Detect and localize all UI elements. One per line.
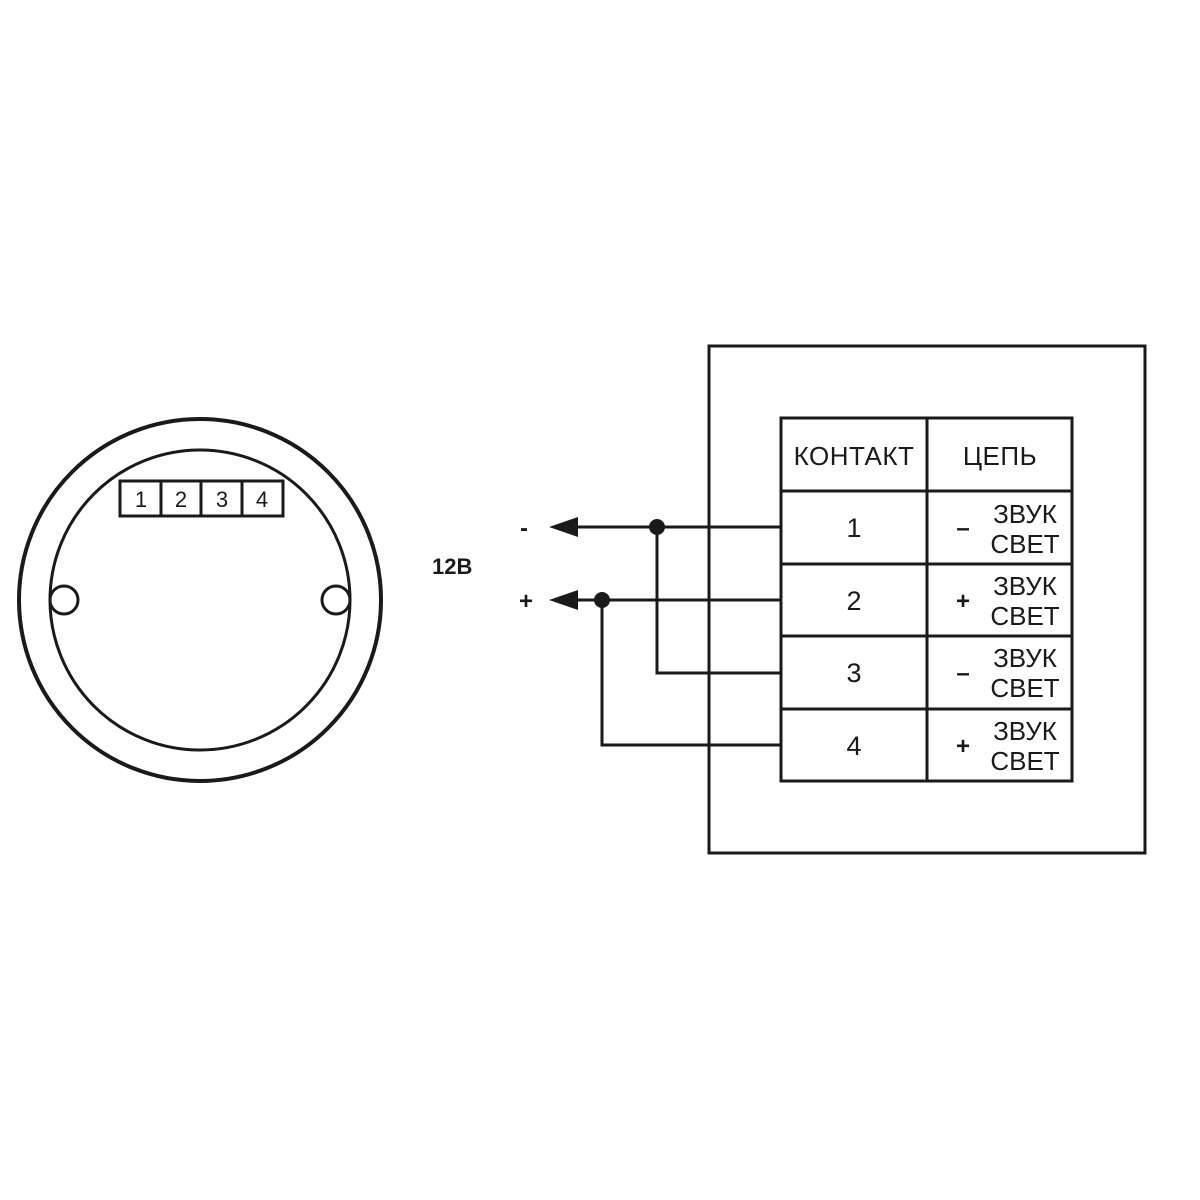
terminal-block: 1 2 3 4 — [118, 479, 285, 518]
terminal-label: 1 — [135, 487, 147, 512]
junction-dot-icon — [594, 592, 610, 608]
mounting-hole-right-icon — [320, 584, 352, 616]
header-circuit: ЦЕПЬ — [963, 441, 1037, 471]
mounting-hole-left-icon — [48, 584, 80, 616]
circuit-sound: ЗВУК — [993, 499, 1057, 529]
minus-label: - — [520, 515, 528, 542]
header-contact: КОНТАКТ — [794, 441, 915, 471]
arrow-plus-icon — [549, 590, 578, 610]
circuit-sound: ЗВУК — [993, 571, 1057, 601]
device-outer-ring — [17, 417, 383, 783]
connection-box — [707, 344, 1147, 855]
wire-plus-branch — [600, 600, 782, 747]
circuit-light: СВЕТ — [990, 673, 1059, 703]
contact-number: 1 — [846, 513, 861, 543]
circuit-polarity: – — [956, 660, 969, 687]
contact-number: 4 — [846, 731, 861, 761]
circuit-polarity: + — [956, 733, 970, 760]
voltage-label: 12В — [432, 554, 472, 579]
round-device: 1 2 3 4 — [17, 417, 383, 783]
contact-number: 2 — [846, 586, 861, 616]
circuit-light: СВЕТ — [990, 746, 1059, 776]
circuit-sound: ЗВУК — [993, 716, 1057, 746]
contact-number: 3 — [846, 658, 861, 688]
circuit-sound: ЗВУК — [993, 643, 1057, 673]
terminal-label: 2 — [175, 487, 187, 512]
circuit-polarity: – — [956, 515, 969, 542]
arrow-minus-icon — [549, 517, 578, 537]
plus-label: + — [519, 588, 533, 615]
junction-dot-icon — [649, 519, 665, 535]
circuit-polarity: + — [956, 588, 970, 615]
terminal-label: 4 — [256, 487, 268, 512]
circuit-light: СВЕТ — [990, 529, 1059, 559]
contact-table: КОНТАКТ ЦЕПЬ 1 – ЗВУК СВЕТ 2 + ЗВУК СВЕТ… — [779, 416, 1074, 783]
terminal-label: 3 — [216, 487, 228, 512]
wiring — [549, 517, 782, 747]
circuit-light: СВЕТ — [990, 601, 1059, 631]
wire-minus-branch — [655, 527, 782, 675]
